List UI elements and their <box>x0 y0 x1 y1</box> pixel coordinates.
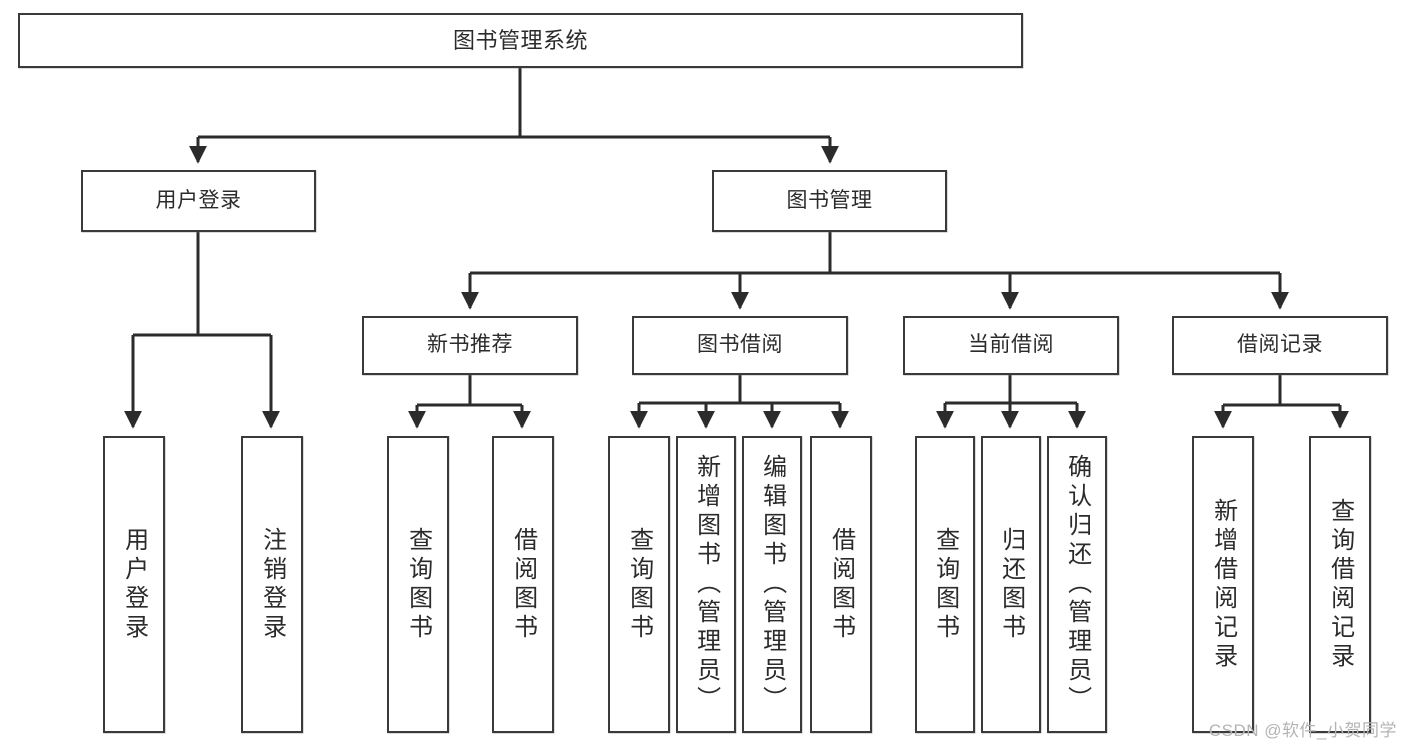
node-label: 图书借阅 <box>697 333 783 357</box>
node-label: 注销登录 <box>258 526 286 643</box>
node-leaf-query-borrow-record[interactable]: 查询借阅记录 <box>1309 436 1371 733</box>
node-book-borrow[interactable]: 图书借阅 <box>632 316 848 375</box>
node-leaf-user-logout[interactable]: 注销登录 <box>241 436 303 733</box>
node-leaf-query-book-borrow[interactable]: 查询图书 <box>608 436 670 733</box>
node-label: 编辑图书（管理员） <box>758 454 786 715</box>
node-leaf-add-borrow-record[interactable]: 新增借阅记录 <box>1192 436 1254 733</box>
node-label: 新书推荐 <box>427 333 513 357</box>
node-current-borrow[interactable]: 当前借阅 <box>903 316 1119 375</box>
node-label: 查询图书 <box>625 526 653 643</box>
node-label: 借阅记录 <box>1237 333 1323 357</box>
node-leaf-edit-book[interactable]: 编辑图书（管理员） <box>742 436 802 733</box>
node-label: 确认归还（管理员） <box>1063 454 1091 715</box>
node-label: 查询图书 <box>931 526 959 643</box>
node-label: 借阅图书 <box>509 526 537 643</box>
node-label: 查询图书 <box>404 526 432 643</box>
node-borrow-record[interactable]: 借阅记录 <box>1172 316 1388 375</box>
node-user-login[interactable]: 用户登录 <box>81 170 316 232</box>
node-label: 借阅图书 <box>827 526 855 643</box>
node-leaf-user-login[interactable]: 用户登录 <box>103 436 165 733</box>
node-leaf-borrow-book-recommend[interactable]: 借阅图书 <box>492 436 554 733</box>
node-leaf-borrow-book[interactable]: 借阅图书 <box>810 436 872 733</box>
node-label: 新增图书（管理员） <box>692 454 720 715</box>
node-leaf-add-book[interactable]: 新增图书（管理员） <box>676 436 736 733</box>
node-label: 新增借阅记录 <box>1209 497 1237 672</box>
node-label: 当前借阅 <box>968 333 1054 357</box>
node-label: 图书管理 <box>786 188 873 212</box>
node-leaf-query-book-recommend[interactable]: 查询图书 <box>387 436 449 733</box>
node-book-management[interactable]: 图书管理 <box>712 170 947 232</box>
node-leaf-return-book[interactable]: 归还图书 <box>981 436 1041 733</box>
node-leaf-query-book-current[interactable]: 查询图书 <box>915 436 975 733</box>
node-root-book-management-system[interactable]: 图书管理系统 <box>18 13 1023 68</box>
node-label: 图书管理系统 <box>452 27 588 53</box>
node-label: 查询借阅记录 <box>1326 497 1354 672</box>
node-label: 归还图书 <box>997 526 1025 643</box>
watermark: CSDN @软件_小贺同学 <box>1208 721 1397 740</box>
node-label: 用户登录 <box>155 188 242 212</box>
node-leaf-confirm-return[interactable]: 确认归还（管理员） <box>1047 436 1107 733</box>
node-new-book-recommend[interactable]: 新书推荐 <box>362 316 578 375</box>
node-label: 用户登录 <box>120 526 148 643</box>
